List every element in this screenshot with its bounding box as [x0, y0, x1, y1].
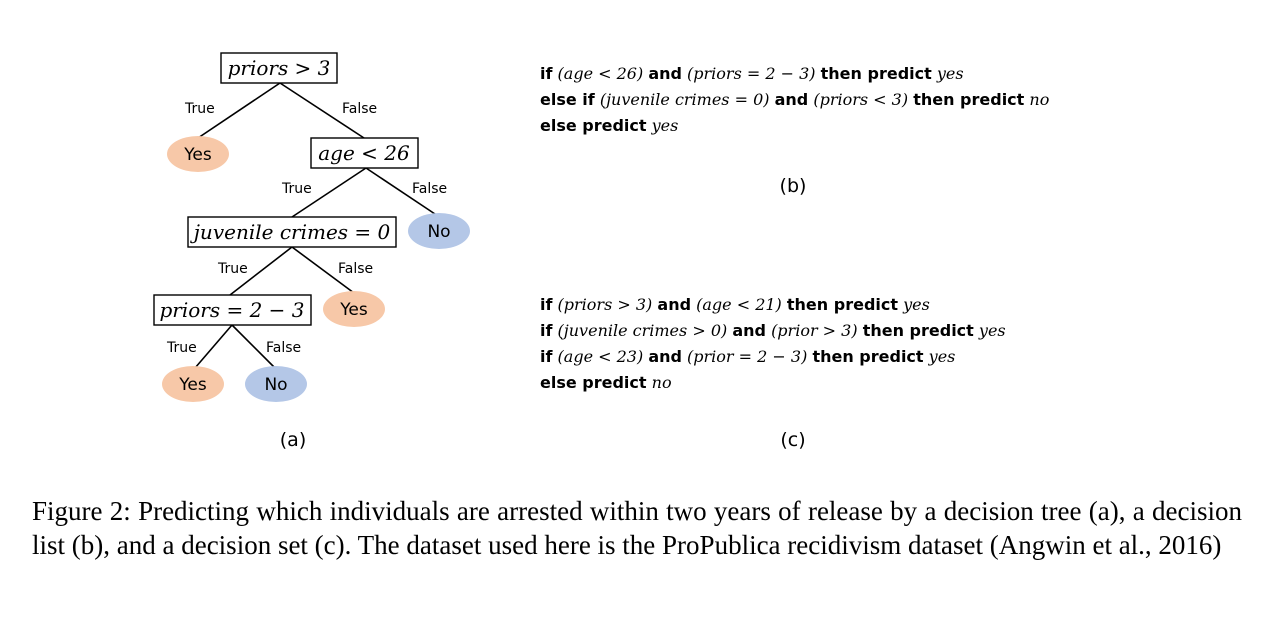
- leaf-priors23-true: [162, 366, 224, 402]
- decision-tree-panel: True False True False True False True Fa…: [153, 52, 807, 451]
- edge-priors23-true: [194, 324, 233, 369]
- keyword-if: if: [540, 64, 553, 83]
- prediction: no: [651, 373, 672, 392]
- leaf-age-false-label: No: [427, 222, 450, 242]
- edge-label-age-false: False: [412, 181, 447, 197]
- decision-list: if (age < 26) and (priors = 2 − 3) then …: [540, 61, 1049, 139]
- keyword-and: and: [774, 90, 809, 109]
- edge-label-priors23-true: True: [166, 340, 197, 356]
- keyword-and: and: [648, 64, 682, 83]
- node-priors23-label: priors = 2 − 3: [159, 298, 304, 322]
- condition-1: (age < 26): [557, 64, 644, 83]
- leaf-root-true: [167, 136, 229, 172]
- keyword-and: and: [732, 321, 766, 340]
- keyword-then: then predict: [812, 347, 924, 366]
- prediction: yes: [936, 64, 964, 83]
- edge-root-false: [279, 82, 365, 139]
- edge-label-root-true: True: [184, 101, 215, 117]
- condition-1: (age < 23): [557, 347, 644, 366]
- edge-age-false: [365, 167, 439, 217]
- prediction: yes: [928, 347, 956, 366]
- keyword-else-if: else if: [540, 90, 595, 109]
- decision-list-rule-3: else predict yes: [540, 113, 1049, 139]
- decision-list-rule-1: if (age < 26) and (priors = 2 − 3) then …: [540, 61, 1049, 87]
- node-priors23: priors = 2 − 3: [153, 294, 312, 326]
- node-age-label: age < 26: [318, 141, 410, 165]
- decision-set-rule-1: if (priors > 3) and (age < 21) then pred…: [540, 292, 1006, 318]
- decision-set-rule-3: if (age < 23) and (prior = 2 − 3) then p…: [540, 344, 1006, 370]
- edge-juvenile-false: [291, 246, 355, 294]
- keyword-else: else predict: [540, 116, 647, 135]
- condition-1: (juvenile crimes > 0): [557, 321, 728, 340]
- decision-set: if (priors > 3) and (age < 21) then pred…: [540, 292, 1006, 396]
- edge-age-true: [291, 167, 367, 218]
- figure-caption: Figure 2: Predicting which individuals a…: [32, 496, 1242, 560]
- keyword-and: and: [648, 347, 682, 366]
- edge-label-root-false: False: [342, 101, 377, 117]
- leaf-juvenile-false-label: Yes: [339, 300, 368, 320]
- edge-label-age-true: True: [281, 181, 312, 197]
- keyword-then: then predict: [862, 321, 974, 340]
- edge-label-juvenile-false: False: [338, 261, 373, 277]
- panel-label-c: (c): [780, 429, 805, 451]
- prediction: yes: [903, 295, 930, 314]
- edge-priors23-false: [231, 324, 276, 369]
- leaf-juvenile-false: [323, 291, 385, 327]
- keyword-then: then predict: [786, 295, 899, 314]
- keyword-if: if: [540, 321, 553, 340]
- keyword-then: then predict: [913, 90, 1025, 109]
- keyword-then: then predict: [820, 64, 932, 83]
- node-age: age < 26: [310, 137, 419, 169]
- prediction: yes: [651, 116, 679, 135]
- panel-label-b: (b): [780, 175, 807, 197]
- keyword-else: else predict: [540, 373, 647, 392]
- prediction: yes: [978, 321, 1006, 340]
- condition-2: (prior > 3): [771, 321, 858, 340]
- keyword-and: and: [657, 295, 692, 314]
- leaf-priors23-false: [245, 366, 307, 402]
- node-juvenile: juvenile crimes = 0: [187, 216, 397, 248]
- condition-1: (juvenile crimes = 0): [599, 90, 770, 109]
- condition-2: (priors = 2 − 3): [687, 64, 816, 83]
- condition-2: (prior = 2 − 3): [687, 347, 808, 366]
- condition-1: (priors > 3): [557, 295, 653, 314]
- condition-2: (priors < 3): [813, 90, 909, 109]
- node-root: priors > 3: [220, 52, 338, 84]
- node-juvenile-label: juvenile crimes = 0: [190, 220, 391, 244]
- edge-label-priors23-false: False: [266, 340, 301, 356]
- edge-label-juvenile-true: True: [217, 261, 248, 277]
- edge-root-true: [197, 82, 281, 139]
- prediction: no: [1029, 90, 1050, 109]
- keyword-if: if: [540, 347, 553, 366]
- keyword-if: if: [540, 295, 553, 314]
- decision-list-rule-2: else if (juvenile crimes = 0) and (prior…: [540, 87, 1049, 113]
- condition-2: (age < 21): [696, 295, 782, 314]
- decision-set-rule-2: if (juvenile crimes > 0) and (prior > 3)…: [540, 318, 1006, 344]
- edge-juvenile-true: [229, 246, 293, 296]
- leaf-priors23-true-label: Yes: [178, 375, 207, 395]
- panel-label-a: (a): [280, 429, 306, 451]
- leaf-root-true-label: Yes: [183, 145, 212, 165]
- leaf-priors23-false-label: No: [264, 375, 287, 395]
- node-root-label: priors > 3: [228, 56, 331, 80]
- leaf-age-false: [408, 213, 470, 249]
- decision-set-rule-4: else predict no: [540, 370, 1006, 396]
